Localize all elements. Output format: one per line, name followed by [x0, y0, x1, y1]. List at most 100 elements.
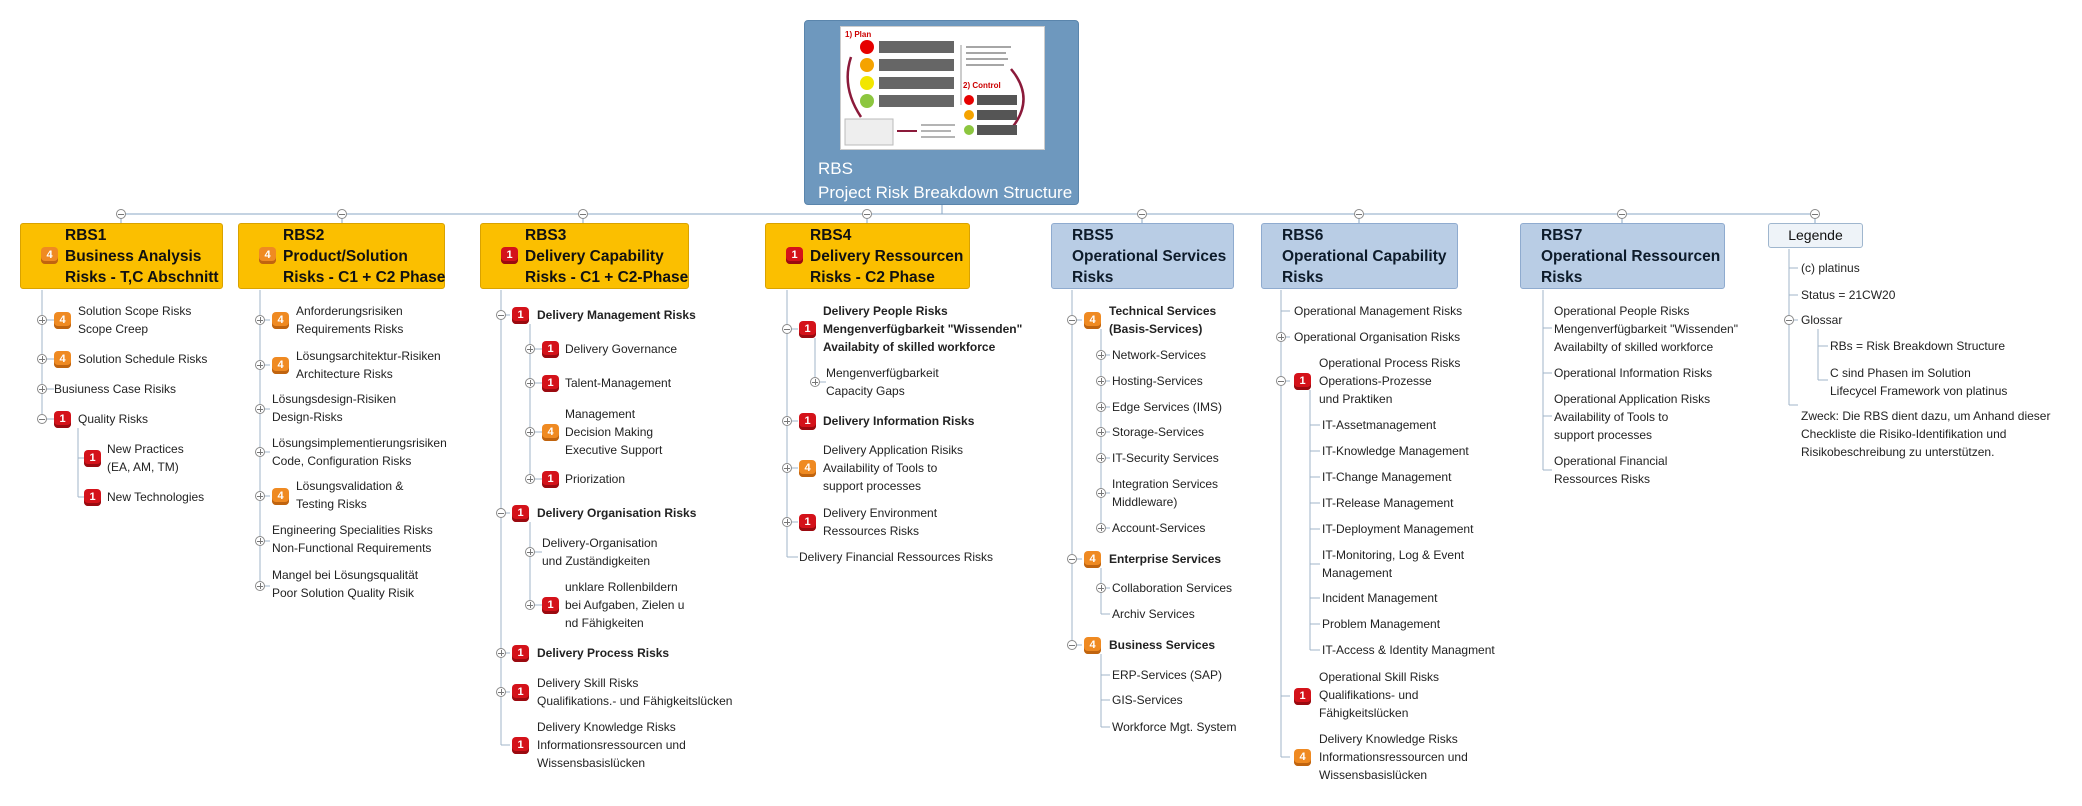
- expand-toggle[interactable]: [525, 344, 535, 354]
- risk-item[interactable]: Solution Scope Risks: [78, 304, 192, 318]
- service-item[interactable]: Hosting-Services: [1112, 374, 1203, 388]
- expand-toggle[interactable]: [255, 404, 265, 414]
- expand-toggle[interactable]: [1096, 488, 1106, 498]
- process-item[interactable]: Incident Management: [1322, 591, 1438, 605]
- risk-group[interactable]: Delivery Process Risks: [537, 646, 670, 660]
- collapse-toggle[interactable]: [496, 310, 506, 320]
- expand-toggle[interactable]: [496, 687, 506, 697]
- process-item[interactable]: IT-Change Management: [1322, 470, 1452, 484]
- risk-item[interactable]: Delivery Financial Ressources Risks: [799, 550, 994, 564]
- risk-item[interactable]: Quality Risks: [78, 412, 149, 426]
- risk-group[interactable]: Delivery Organisation Risks: [537, 506, 697, 520]
- service-item[interactable]: Storage-Services: [1112, 425, 1205, 439]
- risk-item[interactable]: Anforderungsrisiken: [296, 304, 403, 318]
- expand-toggle[interactable]: [810, 377, 820, 387]
- expand-toggle[interactable]: [782, 463, 792, 473]
- category-rbs2[interactable]: RBS2 4 Product/Solution Risks - C1 + C2 …: [238, 223, 445, 289]
- expand-toggle[interactable]: [782, 517, 792, 527]
- collapse-toggle-rbs1[interactable]: [116, 209, 126, 219]
- risk-group[interactable]: Delivery Management Risks: [537, 308, 696, 322]
- risk-item[interactable]: Delivery-Organisation: [542, 536, 658, 550]
- risk-item[interactable]: unklare Rollenbildern: [565, 580, 678, 594]
- risk-item[interactable]: Lösungsarchitektur-Risiken: [296, 349, 441, 363]
- risk-item[interactable]: Operational Skill Risks: [1319, 670, 1440, 684]
- collapse-toggle[interactable]: [782, 324, 792, 334]
- service-item[interactable]: Network-Services: [1112, 348, 1207, 362]
- risk-item[interactable]: Delivery Environment: [823, 506, 938, 520]
- expand-toggle[interactable]: [525, 378, 535, 388]
- legend-node[interactable]: Legende: [1768, 223, 1863, 248]
- root-node[interactable]: 1) Plan 2) Control: [804, 20, 1079, 205]
- risk-item[interactable]: New Practices: [107, 442, 184, 456]
- risk-item[interactable]: Operational Financial: [1554, 454, 1668, 468]
- service-group[interactable]: Business Services: [1109, 638, 1216, 652]
- expand-toggle[interactable]: [525, 600, 535, 610]
- category-rbs5[interactable]: RBS5 Operational Services Risks: [1051, 223, 1234, 289]
- process-item[interactable]: IT-Access & Identity Managment: [1322, 643, 1495, 657]
- service-group[interactable]: Enterprise Services: [1109, 552, 1222, 566]
- risk-item[interactable]: Operational People Risks: [1554, 304, 1690, 318]
- expand-toggle[interactable]: [37, 354, 47, 364]
- risk-item[interactable]: Lösungsimplementierungsrisiken: [272, 436, 447, 450]
- process-item[interactable]: IT-Assetmanagement: [1322, 418, 1437, 432]
- service-item[interactable]: IT-Security Services: [1112, 451, 1219, 465]
- collapse-toggle-rbs4[interactable]: [862, 209, 872, 219]
- category-rbs7[interactable]: RBS7 Operational Ressourcen Risks: [1520, 223, 1725, 289]
- legend-glossary[interactable]: Glossar: [1801, 313, 1843, 327]
- expand-toggle[interactable]: [37, 315, 47, 325]
- risk-item[interactable]: New Technologies: [107, 490, 205, 504]
- service-item[interactable]: Collaboration Services: [1112, 581, 1233, 595]
- expand-toggle[interactable]: [1096, 523, 1106, 533]
- risk-item[interactable]: Engineering Specialities Risks: [272, 523, 433, 537]
- service-group[interactable]: Technical Services: [1109, 304, 1217, 318]
- expand-toggle[interactable]: [525, 474, 535, 484]
- service-item[interactable]: Account-Services: [1112, 521, 1206, 535]
- risk-item[interactable]: Operational Information Risks: [1554, 366, 1713, 380]
- process-item[interactable]: IT-Monitoring, Log & Event: [1322, 548, 1465, 562]
- collapse-toggle[interactable]: [37, 414, 47, 424]
- collapse-toggle-rbs6[interactable]: [1354, 209, 1364, 219]
- expand-toggle[interactable]: [782, 416, 792, 426]
- risk-item[interactable]: Talent-Management: [565, 376, 672, 390]
- expand-toggle[interactable]: [1096, 453, 1106, 463]
- collapse-toggle[interactable]: [1784, 315, 1794, 325]
- risk-item[interactable]: Operational Organisation Risks: [1294, 330, 1461, 344]
- category-rbs6[interactable]: RBS6 Operational Capability Risks: [1261, 223, 1458, 289]
- collapse-toggle[interactable]: [496, 508, 506, 518]
- risk-group[interactable]: Delivery People Risks: [823, 304, 948, 318]
- expand-toggle[interactable]: [1096, 376, 1106, 386]
- risk-item[interactable]: Management: [565, 407, 636, 421]
- collapse-toggle-legend[interactable]: [1810, 209, 1820, 219]
- process-item[interactable]: IT-Deployment Management: [1322, 522, 1474, 536]
- risk-item[interactable]: Lösungsdesign-Risiken: [272, 392, 397, 406]
- risk-item[interactable]: Solution Schedule Risks: [78, 352, 208, 366]
- risk-item[interactable]: Lösungsvalidation &: [296, 479, 404, 493]
- expand-toggle[interactable]: [525, 427, 535, 437]
- service-item[interactable]: Workforce Mgt. System: [1112, 720, 1237, 734]
- service-item[interactable]: Edge Services (IMS): [1112, 400, 1223, 414]
- category-rbs3[interactable]: RBS3 1 Delivery Capability Risks - C1 + …: [480, 223, 689, 289]
- process-item[interactable]: IT-Release Management: [1322, 496, 1454, 510]
- expand-toggle[interactable]: [1096, 583, 1106, 593]
- risk-item[interactable]: Priorization: [565, 472, 626, 486]
- expand-toggle[interactable]: [1276, 332, 1286, 342]
- risk-item[interactable]: Busiuness Case Risiks: [54, 382, 177, 396]
- category-rbs1[interactable]: RBS1 4 Business Analysis Risks - T,C Abs…: [20, 223, 223, 289]
- collapse-toggle-rbs2[interactable]: [337, 209, 347, 219]
- expand-toggle[interactable]: [255, 315, 265, 325]
- risk-item[interactable]: Delivery Knowledge Risks: [1319, 732, 1458, 746]
- service-item[interactable]: GIS-Services: [1112, 693, 1183, 707]
- risk-item[interactable]: Operational Process Risks: [1319, 356, 1461, 370]
- expand-toggle[interactable]: [255, 581, 265, 591]
- risk-group[interactable]: Delivery Information Risks: [823, 414, 975, 428]
- collapse-toggle[interactable]: [1067, 640, 1077, 650]
- risk-item[interactable]: Operational Management Risks: [1294, 304, 1463, 318]
- collapse-toggle[interactable]: [1067, 315, 1077, 325]
- risk-item[interactable]: Delivery Knowledge Risks: [537, 720, 676, 734]
- expand-toggle[interactable]: [525, 547, 535, 557]
- collapse-toggle[interactable]: [1067, 554, 1077, 564]
- collapse-toggle-rbs7[interactable]: [1617, 209, 1627, 219]
- collapse-toggle[interactable]: [1276, 376, 1286, 386]
- collapse-toggle-rbs3[interactable]: [578, 209, 588, 219]
- risk-item[interactable]: Delivery Application Risiks: [823, 443, 964, 457]
